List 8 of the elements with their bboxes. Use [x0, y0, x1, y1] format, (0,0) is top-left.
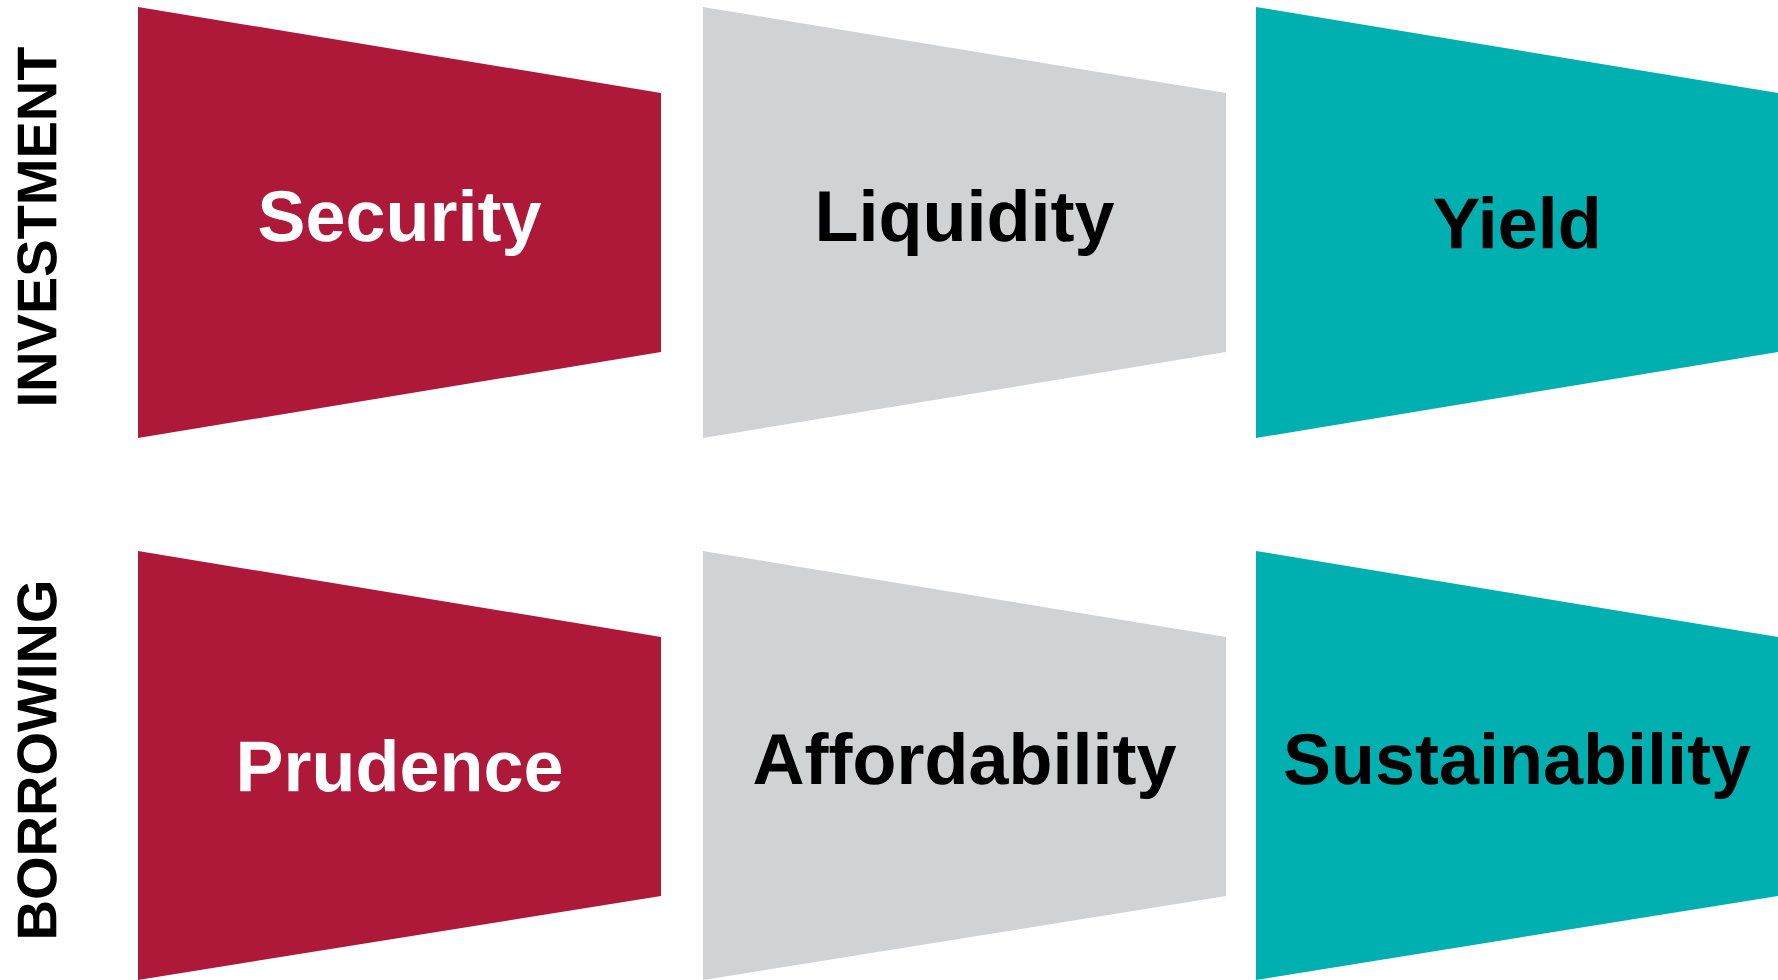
row-label: INVESTMENT [17, 47, 57, 404]
trapezoid-box: Prudence [138, 551, 661, 980]
trapezoid-box: Liquidity [703, 7, 1226, 438]
trapezoid-box: Security [138, 7, 661, 438]
trapezoid-box: Yield [1256, 7, 1778, 438]
row-label: BORROWING [17, 583, 57, 937]
trapezoid-box: Sustainability [1256, 551, 1778, 980]
trapezoid-box: Affordability [703, 551, 1226, 980]
